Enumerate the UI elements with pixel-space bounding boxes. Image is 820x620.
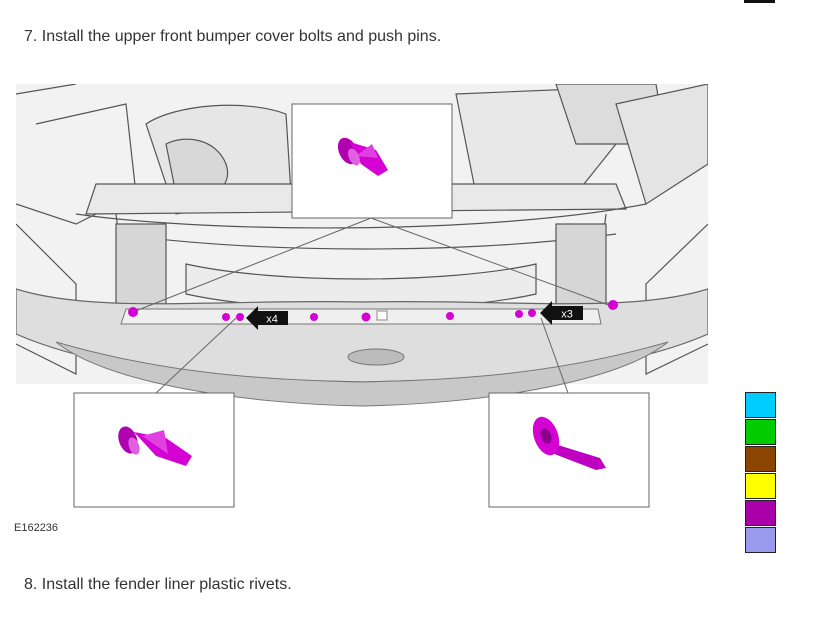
push-pin-icon — [337, 137, 388, 176]
push-pin-location — [222, 313, 230, 321]
push-pin-location — [361, 312, 371, 322]
push-pin-location — [608, 300, 618, 310]
push-pin-location — [236, 313, 244, 321]
svg-text:x3: x3 — [561, 309, 573, 321]
detail-box-bolt-right — [488, 392, 650, 508]
step-7-text: 7. Install the upper front bumper cover … — [24, 28, 442, 45]
bumper-lower-face — [55, 341, 669, 407]
push-pin-icon — [118, 426, 192, 466]
svg-text:x4: x4 — [266, 314, 278, 326]
push-pin-location — [128, 307, 138, 317]
callout-arrow-x3: x3 — [540, 301, 583, 325]
push-pin-location — [310, 313, 318, 321]
bolt-icon — [532, 416, 606, 470]
legend-swatch-purple — [745, 500, 776, 526]
legend-swatch-yellow — [745, 473, 776, 499]
callout-arrow-x4: x4 — [246, 306, 288, 330]
detail-box-push-pin-top — [291, 103, 453, 219]
legend-swatch-green — [745, 419, 776, 445]
bumper-cover-illustration: x4 x3 — [16, 84, 708, 508]
legend-swatch-cyan — [745, 392, 776, 418]
engine-bay-linework — [16, 84, 708, 375]
fastener-locations — [128, 300, 618, 322]
clip-slot — [376, 310, 388, 321]
push-pin-location — [446, 312, 454, 320]
emblem-icon — [347, 348, 405, 366]
legend-swatch-lavender — [745, 527, 776, 553]
legend-swatch-brown — [745, 446, 776, 472]
step-8-text: 8. Install the fender liner plastic rive… — [24, 576, 292, 593]
leader-lines — [132, 217, 612, 394]
detail-box-push-pin-left — [73, 392, 235, 508]
corner-mark — [744, 0, 775, 3]
push-pin-location — [528, 309, 536, 317]
figure-id-label: E162236 — [14, 522, 59, 534]
push-pin-location — [515, 310, 523, 318]
color-legend — [745, 392, 776, 554]
